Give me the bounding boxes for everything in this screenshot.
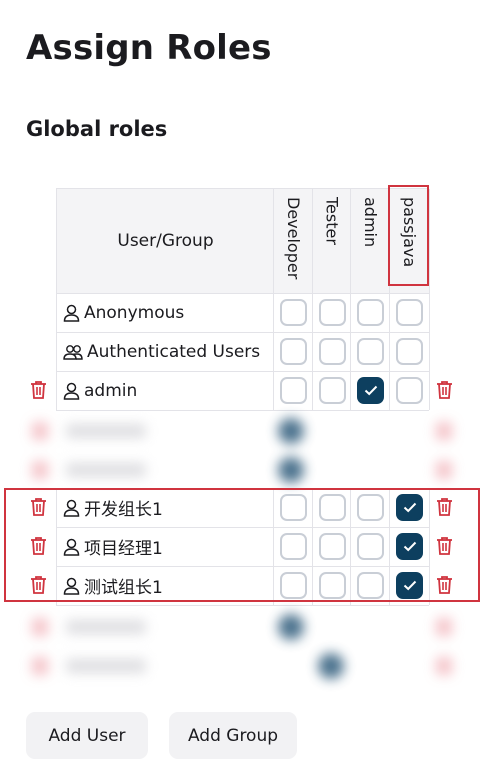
role-checkbox-tester[interactable]: [318, 377, 346, 404]
user-icon: [63, 538, 80, 556]
table-row: admin: [31, 371, 452, 411]
add-group-button[interactable]: Add Group: [169, 712, 297, 759]
user-cell: 测试组长1: [56, 566, 274, 605]
role-cell: [273, 527, 313, 566]
table-row: Authenticated Users: [56, 332, 430, 372]
role-cell: [273, 293, 313, 332]
role-cell: [350, 332, 390, 371]
role-cell: [350, 527, 390, 566]
role-checkbox-developer[interactable]: [280, 338, 307, 365]
group-icon: [63, 343, 83, 361]
role-cell: [350, 293, 390, 332]
role-checkbox-tester[interactable]: [318, 533, 346, 560]
role-cell: [273, 488, 313, 527]
user-cell: admin: [56, 371, 274, 410]
role-cell: [350, 371, 390, 410]
delete-icon[interactable]: [30, 380, 47, 399]
role-checkbox-passjava[interactable]: [396, 572, 423, 599]
header-role-tester: Tester: [312, 189, 351, 293]
user-cell: 开发组长1: [56, 488, 274, 527]
highlight-group-rows: [4, 488, 480, 602]
role-cell: [389, 371, 430, 410]
redacted-rows: [20, 608, 465, 688]
user-cell: Authenticated Users: [56, 332, 274, 371]
table-row: 项目经理1: [31, 527, 452, 567]
header-role-developer: Developer: [273, 189, 313, 293]
user-icon: [63, 499, 80, 517]
user-name: Anonymous: [84, 302, 185, 323]
role-cell: [389, 332, 430, 371]
role-cell: [312, 566, 351, 605]
user-name: admin: [84, 380, 138, 401]
role-cell: [312, 527, 351, 566]
redacted-rows: [20, 412, 465, 492]
delete-icon[interactable]: [30, 536, 47, 555]
user-name: 开发组长1: [84, 500, 163, 520]
role-checkbox-passjava[interactable]: [396, 299, 423, 326]
role-cell: [389, 566, 430, 605]
role-cell: [389, 293, 430, 332]
role-checkbox-passjava[interactable]: [396, 338, 423, 365]
role-cell: [350, 488, 390, 527]
user-name: 测试组长1: [84, 578, 163, 598]
role-checkbox-admin[interactable]: [357, 494, 384, 521]
table-header: User/Group Developer Tester admin passja…: [56, 188, 430, 294]
page-title: Assign Roles: [26, 28, 272, 68]
delete-icon[interactable]: [436, 536, 453, 555]
user-cell: Anonymous: [56, 293, 274, 332]
role-checkbox-admin[interactable]: [357, 338, 384, 365]
user-icon: [63, 304, 80, 322]
role-checkbox-developer[interactable]: [280, 377, 307, 404]
role-checkbox-developer[interactable]: [280, 572, 307, 599]
role-checkbox-tester[interactable]: [318, 494, 346, 521]
role-checkbox-admin[interactable]: [357, 533, 384, 560]
delete-icon[interactable]: [30, 575, 47, 594]
table-row: 测试组长1: [31, 566, 452, 606]
role-checkbox-passjava[interactable]: [396, 377, 423, 404]
role-checkbox-tester[interactable]: [318, 338, 346, 365]
user-name: 项目经理1: [84, 539, 163, 559]
section-title: Global roles: [26, 117, 168, 141]
delete-icon[interactable]: [436, 575, 453, 594]
highlight-passjava-column: [388, 185, 429, 286]
role-cell: [312, 488, 351, 527]
delete-icon[interactable]: [436, 497, 453, 516]
role-checkbox-developer[interactable]: [280, 299, 307, 326]
role-cell: [312, 332, 351, 371]
role-checkbox-admin[interactable]: [357, 572, 384, 599]
user-name: Authenticated Users: [87, 341, 261, 362]
role-cell: [273, 332, 313, 371]
role-checkbox-passjava[interactable]: [396, 533, 423, 560]
role-cell: [389, 527, 430, 566]
role-checkbox-passjava[interactable]: [396, 494, 423, 521]
header-role-admin: admin: [350, 189, 390, 293]
role-checkbox-developer[interactable]: [280, 533, 307, 560]
role-cell: [273, 371, 313, 410]
role-checkbox-admin[interactable]: [357, 299, 384, 326]
role-checkbox-admin[interactable]: [357, 377, 384, 404]
add-user-button[interactable]: Add User: [26, 712, 148, 759]
table-row: Anonymous: [56, 293, 430, 333]
role-cell: [389, 488, 430, 527]
header-user-group: User/Group: [56, 189, 274, 293]
user-icon: [63, 382, 80, 400]
role-cell: [312, 293, 351, 332]
role-cell: [273, 566, 313, 605]
user-cell: 项目经理1: [56, 527, 274, 566]
role-checkbox-tester[interactable]: [318, 572, 346, 599]
delete-icon[interactable]: [30, 497, 47, 516]
role-checkbox-developer[interactable]: [280, 494, 307, 521]
delete-icon[interactable]: [436, 380, 453, 399]
role-checkbox-tester[interactable]: [318, 299, 346, 326]
role-cell: [350, 566, 390, 605]
user-icon: [63, 577, 80, 595]
table-row: 开发组长1: [31, 488, 452, 528]
role-cell: [312, 371, 351, 410]
